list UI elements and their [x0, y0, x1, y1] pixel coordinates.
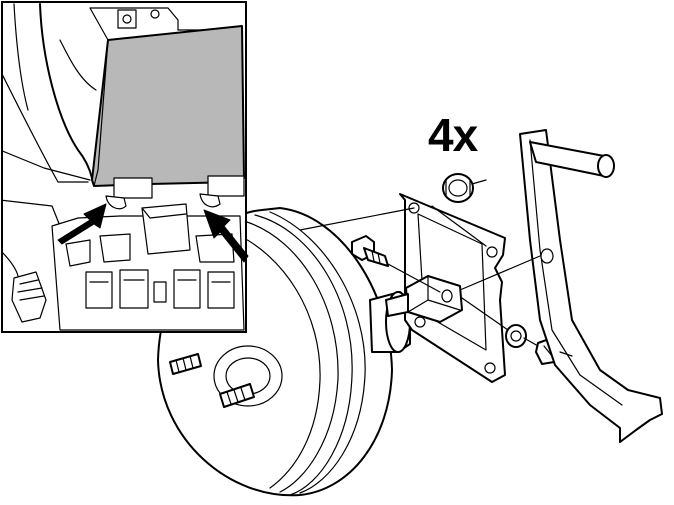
push-rod-clevis — [385, 275, 463, 323]
mounting-nut — [442, 173, 474, 203]
booster-stud — [169, 353, 202, 375]
clevis-pin-bolt — [351, 235, 389, 267]
washer — [505, 324, 527, 348]
quantity-callout: 4x — [428, 109, 478, 161]
assembly-guide-lines — [299, 179, 573, 357]
inset-detail — [1, 1, 249, 333]
booster-stud — [219, 383, 255, 408]
arrow-right — [203, 209, 249, 263]
brake-pedal — [519, 129, 663, 443]
electronic-module — [91, 25, 245, 187]
arrow-left — [57, 203, 107, 245]
